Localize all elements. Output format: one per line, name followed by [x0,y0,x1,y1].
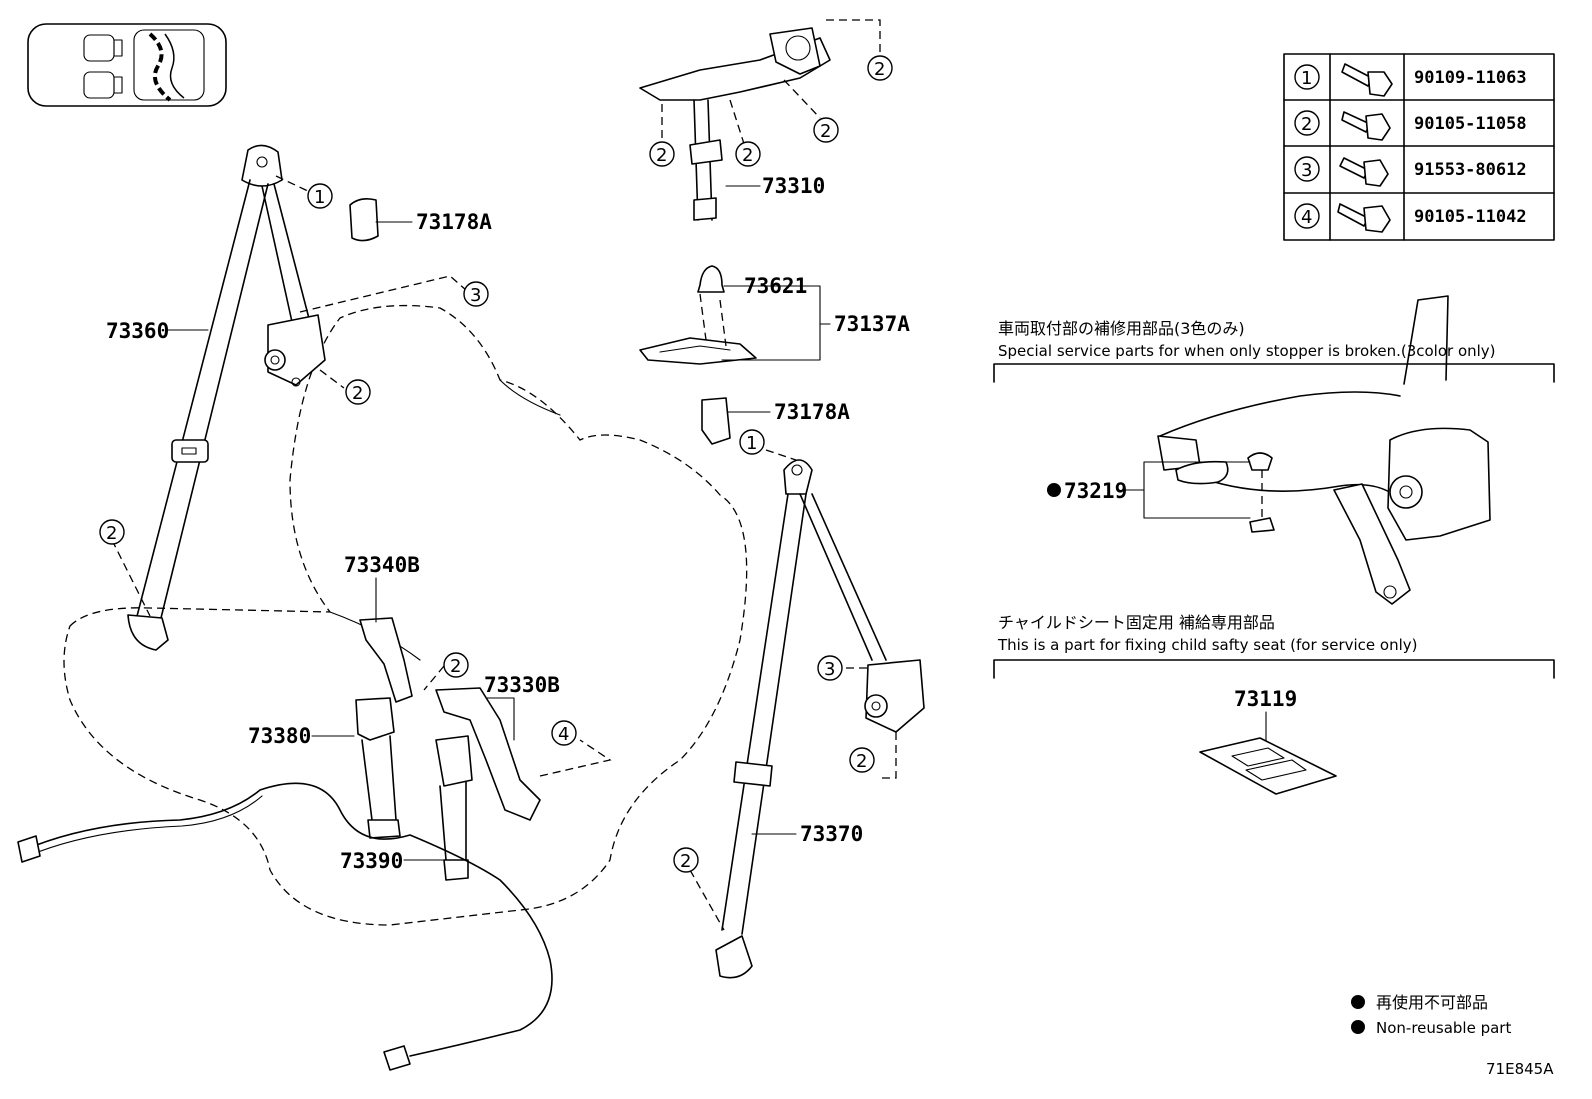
seat-outline [63,304,748,926]
child-seat-service-section: チャイルドシート固定用 補給専用部品 This is a part for fi… [993,613,1555,795]
fastener-row: 1 90109-11063 [1294,63,1527,97]
label-73340B: 73340B [344,553,420,577]
callout-1: 1 [739,429,765,455]
label-73137A: 73137A [834,312,910,336]
callout-4: 4 [551,720,577,746]
bolt-icon [1339,157,1389,187]
legend-dot-icon [1351,1020,1365,1034]
svg-text:2: 2 [656,145,667,166]
fastener-row: 4 90105-11042 [1294,203,1527,233]
svg-text:2: 2 [820,121,831,142]
stopper-service-section: 車両取付部の補修用部品(3色のみ) Special service parts … [993,295,1555,605]
label-73178A-top: 73178A [416,210,492,234]
wire-harness [17,782,553,1071]
right-seat-belt-73370 [715,459,925,979]
callout-3: 3 [463,281,489,307]
child-note-jp: チャイルドシート固定用 補給専用部品 [998,613,1275,632]
svg-text:2: 2 [856,751,867,772]
label-73219: 73219 [1064,479,1127,503]
callout-2: 2 [443,652,469,678]
child-seat-anchor-73119 [1199,737,1337,795]
callout-2: 2 [673,847,699,873]
svg-text:1: 1 [746,433,757,454]
callout-2: 2 [849,747,875,773]
label-73360: 73360 [106,319,169,343]
bolt-icon [1341,111,1391,141]
callout-2: 2 [813,117,839,143]
svg-text:90109-11063: 90109-11063 [1414,68,1527,88]
svg-text:90105-11058: 90105-11058 [1414,114,1527,134]
retractor-bracket-73310 [639,27,831,221]
svg-text:4: 4 [558,724,569,745]
fastener-row: 3 91553-80612 [1294,156,1527,187]
svg-text:2: 2 [450,656,461,677]
svg-text:2: 2 [1301,114,1312,135]
callout-2: 2 [867,55,893,81]
callout-2: 2 [649,141,675,167]
stopper-note-jp: 車両取付部の補修用部品(3色のみ) [998,319,1245,338]
vehicle-location-key [27,23,227,107]
label-73390: 73390 [340,849,403,873]
svg-text:2: 2 [106,523,117,544]
label-73119: 73119 [1234,687,1297,711]
bolt-icon [1337,203,1391,233]
label-73370: 73370 [800,822,863,846]
svg-text:2: 2 [352,383,363,404]
svg-text:3: 3 [824,659,835,680]
svg-text:2: 2 [874,59,885,80]
callout-3: 3 [817,655,843,681]
legend-dot-icon [1351,995,1365,1009]
svg-text:Non-reusable part: Non-reusable part [1376,1019,1511,1037]
fastener-table: 1 90109-11063 2 90105-11058 3 91553-8061… [1283,53,1555,241]
callout-2: 2 [99,519,125,545]
label-73310: 73310 [762,174,825,198]
bracket-73137A [639,337,757,365]
clip-73621 [697,265,725,293]
left-seat-belt-73360 [127,144,326,651]
callout-2: 2 [735,141,761,167]
label-73178A-mid: 73178A [774,400,850,424]
fastener-leaders [111,19,897,931]
svg-text:4: 4 [1301,207,1312,228]
label-73621: 73621 [744,274,807,298]
svg-text:1: 1 [1301,68,1312,89]
buckles-73380-73390 [355,697,473,881]
svg-text:90105-11042: 90105-11042 [1414,207,1527,227]
stopper-note-en: Special service parts for when only stop… [998,342,1496,360]
belt-73330B [435,687,541,821]
label-73380: 73380 [248,724,311,748]
svg-text:2: 2 [742,145,753,166]
svg-text:91553-80612: 91553-80612 [1414,160,1527,180]
svg-text:1: 1 [314,187,325,208]
svg-text:再使用不可部品: 再使用不可部品 [1376,993,1488,1012]
fastener-row: 2 90105-11058 [1294,110,1527,141]
callout-1: 1 [307,183,333,209]
child-note-en: This is a part for fixing child safty se… [997,636,1417,654]
label-73330B: 73330B [484,673,560,697]
callout-2: 2 [345,379,371,405]
cover-73178A-top [349,198,379,242]
svg-text:2: 2 [680,851,691,872]
legend: 再使用不可部品 Non-reusable part [1351,993,1511,1037]
belt-73340B [359,617,413,703]
part-leaders [165,185,831,861]
non-reusable-marker [1047,483,1061,497]
svg-text:3: 3 [470,285,481,306]
bolt-icon [1341,63,1393,97]
svg-text:3: 3 [1301,160,1312,181]
figure-id: 71E845A [1486,1060,1554,1078]
cover-73178A-mid [701,397,731,445]
